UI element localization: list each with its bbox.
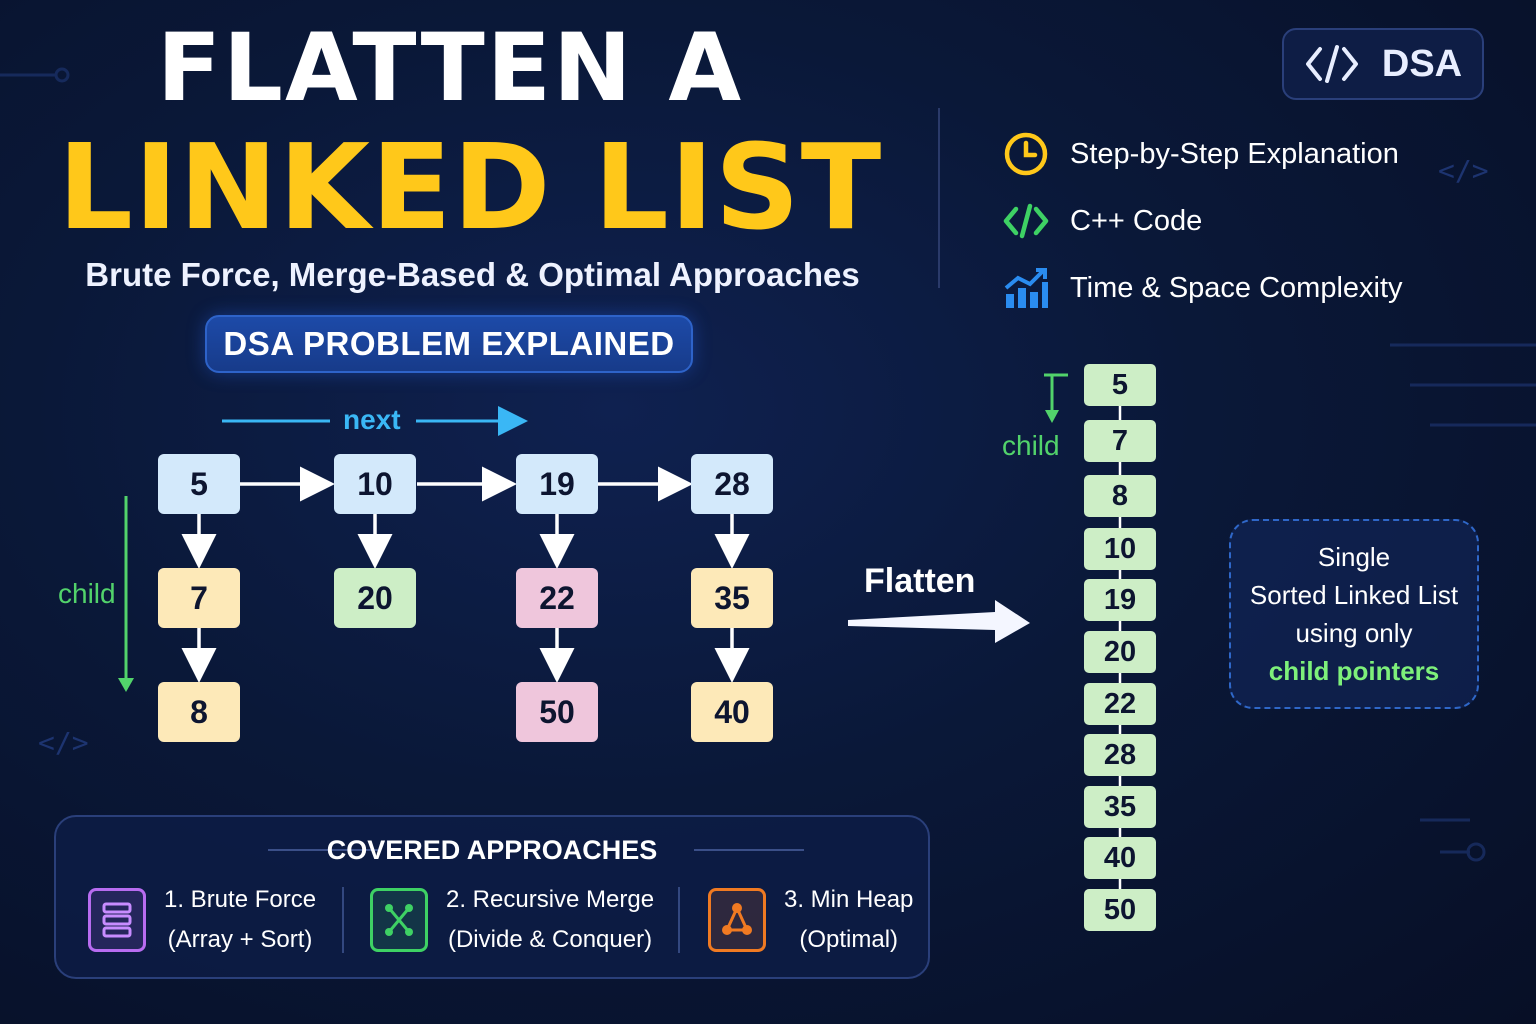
list-node-child: 20 (334, 568, 416, 628)
merge-icon (370, 888, 428, 952)
heap-tree-icon (708, 888, 766, 952)
flattened-node: 10 (1084, 528, 1156, 570)
svg-text:</>: </> (1438, 154, 1489, 187)
info-highlight: child pointers (1268, 656, 1440, 686)
list-node-child: 7 (158, 568, 240, 628)
approach-detail: (Optimal) (799, 926, 899, 953)
code-brackets-icon (1305, 45, 1358, 83)
problem-badge: DSA PROBLEM EXPLAINED (205, 315, 693, 373)
flattened-node: 35 (1084, 786, 1156, 828)
result-info-box: Single Sorted Linked List using only chi… (1229, 519, 1479, 709)
flattened-node: 19 (1084, 579, 1156, 621)
title-divider-right (694, 849, 804, 851)
dsa-brand-box: DSA (1282, 28, 1484, 100)
list-node-head: 10 (334, 454, 416, 514)
approach-detail: (Array + Sort) (167, 926, 313, 953)
list-node-child: 50 (516, 682, 598, 742)
approach-recursive-merge: 2. Recursive Merge (Divide & Conquer) (370, 883, 654, 957)
flattened-node: 40 (1084, 837, 1156, 879)
flattened-node: 20 (1084, 631, 1156, 673)
flatten-label: Flatten (864, 562, 976, 600)
code-brackets-icon (1003, 203, 1049, 239)
next-pointer-label: next (343, 404, 401, 435)
flattened-node: 28 (1084, 734, 1156, 776)
approach-brute-force: 1. Brute Force (Array + Sort) (88, 883, 316, 957)
approach-name: 2. Recursive Merge (446, 886, 655, 913)
approach-name: 3. Min Heap (784, 886, 914, 913)
approach-min-heap: 3. Min Heap (Optimal) (708, 883, 913, 957)
info-line: using only (1295, 618, 1413, 648)
feature-label: C++ Code (1070, 204, 1203, 237)
flattened-node: 8 (1084, 475, 1156, 517)
approach-separator (678, 887, 680, 953)
covered-approaches-panel: COVERED APPROACHES 1. Brute Force (Array… (54, 815, 930, 979)
feature-step-by-step: Step-by-Step Explanation (1002, 130, 1399, 178)
clock-icon (1004, 132, 1048, 176)
approach-separator (342, 887, 344, 953)
title-divider-left (268, 849, 378, 851)
list-node-child: 40 (691, 682, 773, 742)
chart-icon (1004, 268, 1048, 308)
dsa-brand-label: DSA (1381, 42, 1463, 85)
flattened-node: 22 (1084, 683, 1156, 725)
feature-label: Time & Space Complexity (1070, 271, 1403, 304)
title-line-1: FLATTEN A (156, 14, 744, 123)
approaches-title: COVERED APPROACHES (326, 835, 658, 865)
flattened-node: 5 (1084, 364, 1156, 406)
child-pointer-label: child (58, 578, 116, 609)
approach-name: 1. Brute Force (164, 886, 317, 913)
flattened-node: 50 (1084, 889, 1156, 931)
header-divider (938, 108, 940, 288)
info-line: Single (1317, 542, 1391, 572)
list-node-head: 5 (158, 454, 240, 514)
svg-text:</>: </> (38, 726, 89, 759)
subtitle: Brute Force, Merge-Based & Optimal Appro… (85, 256, 860, 293)
list-node-head: 19 (516, 454, 598, 514)
feature-cpp-code: C++ Code (1002, 197, 1202, 245)
approach-detail: (Divide & Conquer) (447, 926, 653, 953)
list-stack-icon (88, 888, 146, 952)
list-node-child: 22 (516, 568, 598, 628)
list-node-child: 8 (158, 682, 240, 742)
info-line: Sorted Linked List (1249, 580, 1459, 610)
feature-label: Step-by-Step Explanation (1070, 137, 1399, 170)
feature-complexity: Time & Space Complexity (1002, 264, 1403, 312)
list-node-child: 35 (691, 568, 773, 628)
list-node-head: 28 (691, 454, 773, 514)
flattened-node: 7 (1084, 420, 1156, 462)
flattened-child-label: child (1002, 430, 1060, 461)
title-line-2: LINKED LIST (57, 118, 883, 256)
